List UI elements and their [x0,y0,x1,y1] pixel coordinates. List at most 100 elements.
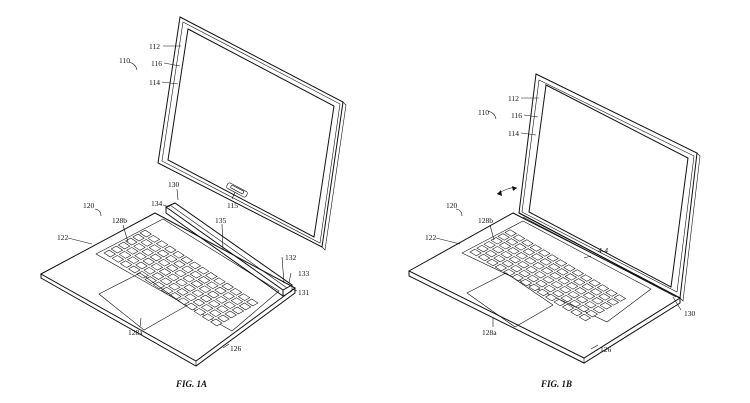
fig1a-label-128a: 128a [128,328,143,337]
fig1b-label-130: 130 [684,309,696,318]
keyboard-key [110,245,124,254]
keyboard-key [581,283,594,291]
fig1b-label-device: 110 [478,108,489,117]
keyboard-key [580,274,593,282]
keyboard-key [598,293,611,301]
keyboard-key [229,288,243,296]
keyboard-key [567,291,580,299]
keyboard-key [246,298,259,307]
fig1b-label-128a: 128a [482,328,497,337]
keyboard-key [128,265,141,274]
keyboard-key [174,269,187,278]
keyboard-key [560,294,573,303]
keyboard-key [533,271,547,279]
keyboard-key [539,258,552,266]
keyboard-key [563,264,576,272]
keyboard-key [134,252,147,260]
keyboard-key [505,238,519,246]
fig1b-label-112: 112 [508,94,519,103]
keyboard-key [491,246,505,254]
keyboard-key [536,288,550,297]
keyboard-key [148,244,162,252]
keyboard-key [164,245,177,254]
fig1b-leaders [435,97,682,350]
keyboard-key [125,237,138,246]
keyboard-key [596,284,610,292]
fig1a-label-116: 116 [151,59,162,68]
keyboard-key [168,282,181,291]
keyboard-key [197,276,211,284]
keyboard-key [504,229,517,237]
fig1a-label-131: 131 [298,288,310,297]
fig1b-label-detail: 4-4 [598,246,608,255]
keyboard-key [497,233,510,241]
keyboard-key [493,254,506,263]
keyboard-key [156,249,170,258]
keyboard-key [215,296,228,304]
keyboard-key [577,304,590,313]
keyboard-key [147,235,161,243]
keyboard-key [500,251,513,259]
keyboard-key [574,287,587,295]
keyboard-key [599,302,613,310]
keyboard-key [221,282,234,291]
keyboard-key [165,254,178,263]
fig1b-section-mark [583,255,592,259]
keyboard-key [159,277,173,286]
keyboard-key [173,260,186,268]
keyboard-key [605,289,618,297]
keyboard-key [486,258,499,267]
keyboard-key [176,288,189,296]
keyboard-key [157,258,171,267]
keyboard-key [514,243,527,251]
keyboard-key [230,297,244,305]
keyboard-key [535,279,548,288]
keyboard-key [526,274,540,283]
keyboard-key [201,313,215,321]
keyboard-key [155,240,169,248]
fig1a-label-122: 122 [57,233,69,242]
keyboard-key [568,299,582,308]
fig1b-arrow-head-top [512,186,517,191]
fig1b-label-122: 122 [425,233,437,242]
fig1a-display [157,16,347,251]
fig1b-label-126: 126 [600,345,612,354]
keyboard-key [501,259,515,268]
fig1b-label-116: 116 [511,111,522,120]
keyboard-key [554,259,568,267]
fig1a-label-135: 135 [215,216,227,225]
keyboard-key [532,262,545,270]
keyboard-key [521,239,534,247]
keyboard-key [476,244,489,253]
keyboard-key [511,273,524,282]
keyboard-key [490,237,503,245]
keyboard-key [119,260,133,268]
keyboard-key [550,281,564,289]
keyboard-key [570,308,583,317]
keyboard-key [549,272,562,280]
keyboard-key [208,300,221,308]
keyboard-key [525,266,538,274]
keyboard-key [167,273,180,282]
fig1b-arrow-head-bottom [497,190,502,196]
keyboard-key [584,301,597,309]
keyboard-key [181,265,194,274]
keyboard-key [150,262,164,271]
keyboard-key [531,253,544,261]
keyboard-key [223,301,236,309]
keyboard-key [540,267,554,275]
keyboard-key [524,257,537,265]
keyboard-key [588,279,601,287]
keyboard-key [553,298,566,307]
keyboard-key [556,268,569,276]
keyboard-key [126,247,139,255]
keyboard-key [216,305,229,313]
keyboard-key [552,289,565,298]
keyboard-key [190,280,204,288]
keyboard-key [209,309,222,317]
fig1a-label-134: 134 [151,199,163,208]
keyboard-key [175,278,188,287]
keyboard-key [237,293,251,301]
keyboard-key [515,252,529,260]
keyboard-key [142,257,155,266]
